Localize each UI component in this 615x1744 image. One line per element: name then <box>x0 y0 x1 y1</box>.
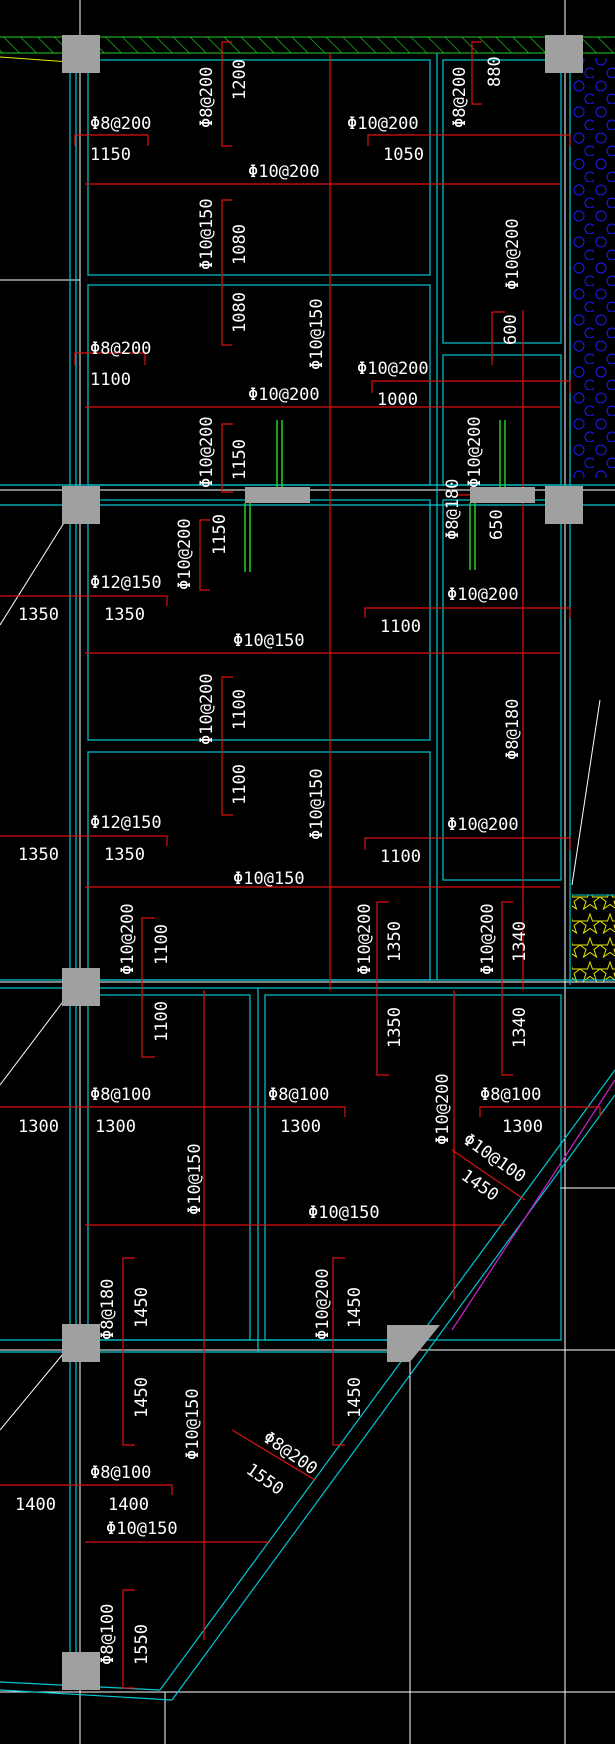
rebar-label: Φ10@200 <box>357 359 429 379</box>
rebar-label: Φ8@180 <box>98 1279 118 1340</box>
column <box>62 1652 100 1690</box>
rebar-label: Φ12@150 <box>90 813 162 833</box>
columns <box>62 35 583 1690</box>
dim-label: 1450 <box>345 1287 365 1328</box>
rebar-label: Φ8@100 <box>90 1085 151 1105</box>
rebar-label: Φ10@200 <box>175 518 195 590</box>
dim-label: 1350 <box>104 845 145 865</box>
column <box>387 1325 440 1362</box>
dim-label: 1550 <box>242 1460 287 1500</box>
rebar-label: Φ10@200 <box>347 114 419 134</box>
dim-label: 1300 <box>502 1117 543 1137</box>
column <box>62 35 100 73</box>
dim-label: 1350 <box>385 921 405 962</box>
dim-label: 1150 <box>210 514 230 555</box>
dim-label: 1340 <box>510 921 530 962</box>
dim-label: 1100 <box>152 924 172 965</box>
dim-label: 1000 <box>377 390 418 410</box>
dim-label: 1100 <box>152 1001 172 1042</box>
dim-label: 1200 <box>230 59 250 100</box>
dim-label: 1350 <box>104 605 145 625</box>
rebar-label: Φ10@200 <box>478 903 498 975</box>
rebar-label: Φ10@150 <box>233 869 305 889</box>
dim-label: 1080 <box>230 224 250 265</box>
dim-label: 1150 <box>90 145 131 165</box>
rebar-label: Φ8@100 <box>98 1604 118 1665</box>
magenta-line <box>451 1079 615 1331</box>
rebar-label: Φ10@200 <box>503 218 523 290</box>
rebar-label: Φ10@150 <box>307 768 327 840</box>
column <box>62 1324 100 1362</box>
rebar-label: Φ10@200 <box>447 585 519 605</box>
dim-label: 1340 <box>510 1007 530 1048</box>
rebar-label: Φ10@150 <box>106 1519 178 1539</box>
dim-label: 1100 <box>230 764 250 805</box>
annotation-text: Φ8@200 1200 Φ8@200 1150 Φ10@200 1050 Φ10… <box>15 56 543 1665</box>
rebar-label: Φ8@200 <box>90 339 151 359</box>
dim-label: 1100 <box>380 847 421 867</box>
dim-label: 600 <box>501 314 521 345</box>
rebar-label: Φ8@200 <box>197 67 217 128</box>
rebar-label: Φ10@200 <box>248 162 320 182</box>
rebar-label: Φ10@150 <box>197 198 217 270</box>
column <box>545 35 583 73</box>
top-wall-strip <box>0 36 615 63</box>
column <box>545 486 583 524</box>
rebar-label: Φ8@180 <box>443 479 463 540</box>
rebar-label: Φ8@200 <box>450 67 470 128</box>
rebar-label: Φ10@150 <box>307 298 327 370</box>
dim-label: 1450 <box>132 1287 152 1328</box>
rebar-label: Φ10@150 <box>308 1203 380 1223</box>
dim-label: 1080 <box>230 292 250 333</box>
rebar-label: Φ10@150 <box>183 1388 203 1460</box>
dim-label: 1350 <box>18 605 59 625</box>
main-rebar-lines <box>203 53 524 1640</box>
rebar-label: Φ10@200 <box>248 385 320 405</box>
dim-label: 1450 <box>345 1377 365 1418</box>
rebar-label: Φ10@200 <box>447 815 519 835</box>
rebar-label: Φ12@150 <box>90 573 162 593</box>
rebar-label: Φ10@150 <box>233 631 305 651</box>
dim-label: 1350 <box>18 845 59 865</box>
dim-label: 1400 <box>108 1495 149 1515</box>
dim-label: 1400 <box>15 1495 56 1515</box>
dim-label: 1300 <box>95 1117 136 1137</box>
rebar-label: Φ10@200 <box>355 903 375 975</box>
rebar-label: Φ10@200 <box>465 416 485 488</box>
dim-label: 1300 <box>18 1117 59 1137</box>
wall-blocks <box>245 487 535 503</box>
dim-label: 1150 <box>230 439 250 480</box>
rebar-label: Φ8@100 <box>90 1463 151 1483</box>
rebar-label: Φ8@200 <box>90 114 151 134</box>
distribution-rebar <box>0 134 601 1543</box>
green-wall-segments <box>244 420 506 572</box>
dim-label: 1100 <box>380 617 421 637</box>
rebar-label: Φ10@200 <box>433 1073 453 1145</box>
rebar-label: Φ10@200 <box>197 673 217 745</box>
dim-label: 1300 <box>280 1117 321 1137</box>
rebar-label: Φ10@150 <box>185 1143 205 1215</box>
rebar-label: Φ10@200 <box>118 903 138 975</box>
dim-label: 1450 <box>457 1166 502 1206</box>
dim-label: 1100 <box>230 689 250 730</box>
column <box>62 968 100 1006</box>
dim-label: 1100 <box>90 370 131 390</box>
dim-label: 1350 <box>385 1007 405 1048</box>
rebar-label: Φ10@200 <box>313 1268 333 1340</box>
rebar-brackets <box>122 41 513 1689</box>
right-patterned-areas <box>572 58 615 985</box>
rebar-label: Φ8@100 <box>268 1085 329 1105</box>
column <box>62 486 100 524</box>
dim-label: 650 <box>487 509 507 540</box>
rebar-label: Φ8@180 <box>503 699 523 760</box>
rebar-label: Φ10@200 <box>197 416 217 488</box>
dim-label: 1550 <box>132 1624 152 1665</box>
dim-label: 1450 <box>132 1377 152 1418</box>
dim-label: 1050 <box>383 145 424 165</box>
rebar-label: Φ8@100 <box>480 1085 541 1105</box>
dim-label: 880 <box>485 56 505 87</box>
